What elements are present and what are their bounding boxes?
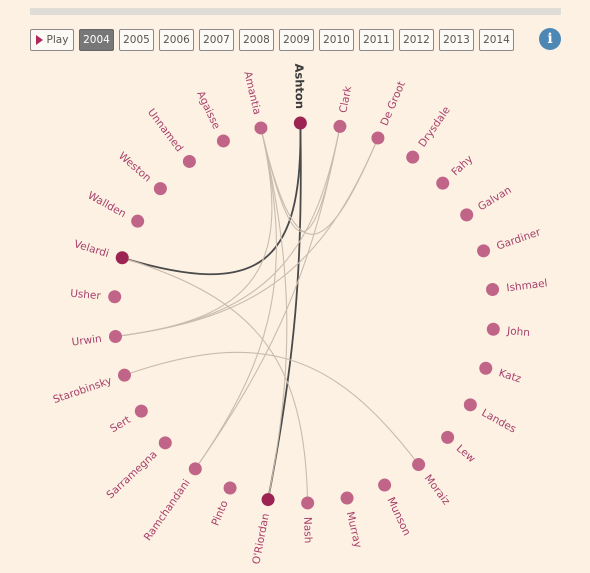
link-ashton-oriordan[interactable] — [267, 123, 302, 500]
node-drysdale[interactable] — [406, 150, 420, 164]
node-usher[interactable] — [108, 290, 122, 304]
link-amantia-ramchandani[interactable] — [194, 127, 277, 470]
node-label-ramchandani: Ramchandani — [142, 477, 193, 543]
node-label-ishmael: Ishmael — [506, 277, 548, 294]
node-label-drysdale: Drysdale — [416, 104, 452, 149]
node-sarramegna[interactable] — [158, 436, 172, 450]
node-label-starobinsky: Starobinsky — [52, 375, 114, 406]
node-label-galvan: Galvan — [476, 184, 514, 213]
link-degroot-urwin[interactable] — [115, 137, 379, 338]
node-pinto[interactable] — [223, 481, 237, 495]
node-munson[interactable] — [378, 478, 392, 492]
node-ishmael[interactable] — [486, 283, 500, 297]
timeline-track[interactable] — [30, 8, 561, 15]
node-moraiz[interactable] — [412, 458, 426, 472]
node-unnamed[interactable] — [182, 154, 196, 168]
node-label-urwin: Urwin — [71, 333, 102, 349]
year-button-2006[interactable]: 2006 — [159, 29, 194, 51]
year-button-2005[interactable]: 2005 — [119, 29, 154, 51]
node-sert[interactable] — [134, 404, 148, 418]
node-label-usher: Usher — [70, 288, 102, 303]
node-galvan[interactable] — [460, 208, 474, 222]
node-murray[interactable] — [340, 491, 354, 505]
year-button-2010[interactable]: 2010 — [319, 29, 354, 51]
node-starobinsky[interactable] — [117, 368, 131, 382]
year-button-2012[interactable]: 2012 — [399, 29, 434, 51]
node-landes[interactable] — [463, 398, 477, 412]
link-clark-urwin[interactable] — [115, 126, 341, 338]
node-ashton[interactable] — [293, 116, 307, 130]
node-velardi[interactable] — [115, 251, 129, 265]
node-label-moraiz: Moraiz — [422, 472, 453, 507]
node-degroot[interactable] — [371, 131, 385, 145]
play-icon — [35, 35, 43, 45]
node-label-unnamed: Unnamed — [145, 107, 185, 155]
node-label-murray: Murray — [344, 510, 364, 549]
node-wallden[interactable] — [131, 214, 145, 228]
year-button-2008[interactable]: 2008 — [239, 29, 274, 51]
link-amantia-oriordan[interactable] — [260, 127, 288, 500]
node-label-clark: Clark — [337, 84, 354, 114]
year-button-2013[interactable]: 2013 — [439, 29, 474, 51]
node-label-sarramegna: Sarramegna — [104, 448, 159, 501]
link-clark-ramchandani[interactable] — [194, 126, 341, 470]
year-button-2011[interactable]: 2011 — [359, 29, 394, 51]
node-label-john: John — [506, 325, 531, 339]
node-label-wallden: Wallden — [86, 190, 128, 221]
node-label-munson: Munson — [384, 495, 412, 537]
links-layer — [115, 123, 420, 503]
node-label-katz: Katz — [497, 367, 523, 385]
year-button-2014[interactable]: 2014 — [479, 29, 514, 51]
node-weston[interactable] — [153, 182, 167, 196]
node-label-gardiner: Gardiner — [495, 226, 543, 253]
play-button[interactable]: Play — [30, 29, 74, 51]
node-label-oriordan: O'Riordan — [250, 512, 272, 565]
link-starobinsky-moraiz[interactable] — [124, 351, 420, 465]
node-clark[interactable] — [333, 119, 347, 133]
year-button-2009[interactable]: 2009 — [279, 29, 314, 51]
node-agaisse[interactable] — [216, 134, 230, 148]
node-label-landes: Landes — [479, 407, 518, 436]
link-degroot-amantia[interactable] — [260, 127, 379, 235]
node-label-pinto: Pinto — [210, 499, 231, 528]
year-controls: Play 2004 2005 2006 2007 2008 2009 2010 … — [30, 27, 514, 53]
year-button-2007[interactable]: 2007 — [199, 29, 234, 51]
node-oriordan[interactable] — [261, 493, 275, 507]
node-label-weston: Weston — [116, 150, 153, 185]
link-velardi-nash[interactable] — [122, 257, 309, 503]
node-label-agaisse: Agaisse — [194, 89, 222, 131]
node-label-fahy: Fahy — [449, 153, 475, 178]
node-amantia[interactable] — [254, 121, 268, 135]
node-urwin[interactable] — [108, 329, 122, 343]
year-button-2004[interactable]: 2004 — [79, 29, 114, 51]
node-ramchandani[interactable] — [188, 462, 202, 476]
play-label: Play — [46, 34, 69, 46]
node-nash[interactable] — [301, 496, 315, 510]
node-gardiner[interactable] — [477, 244, 491, 258]
node-label-velardi: Velardi — [73, 238, 111, 260]
node-label-degroot: De Groot — [378, 80, 407, 128]
node-fahy[interactable] — [436, 176, 450, 190]
node-label-amantia: Amantia — [241, 70, 263, 116]
node-label-ashton: Ashton — [292, 63, 307, 109]
info-icon[interactable]: i — [539, 28, 561, 50]
node-katz[interactable] — [479, 361, 493, 375]
node-label-sert: Sert — [108, 414, 133, 435]
node-john[interactable] — [486, 322, 500, 336]
node-lew[interactable] — [441, 430, 455, 444]
node-label-lew: Lew — [454, 443, 478, 466]
node-label-nash: Nash — [301, 517, 314, 544]
